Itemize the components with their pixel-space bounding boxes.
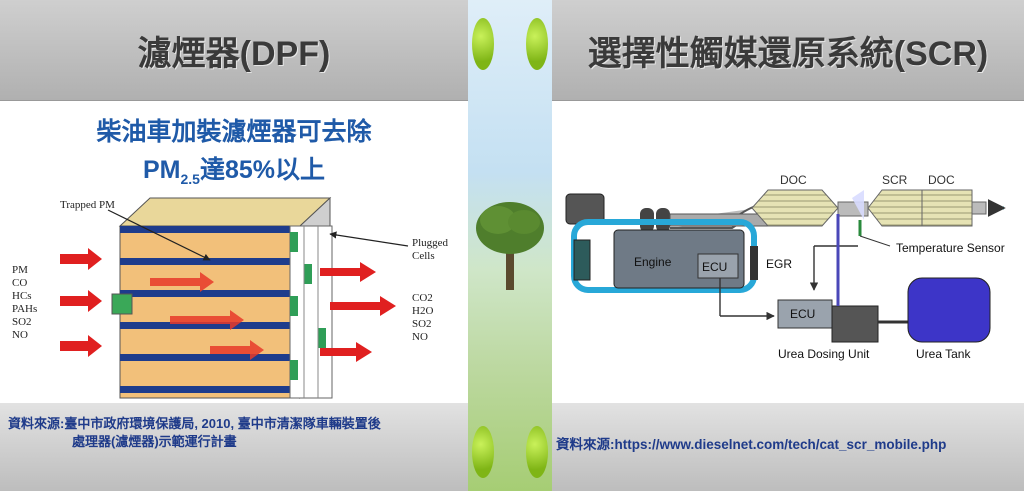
filter-front bbox=[119, 225, 301, 399]
ecu-box-2 bbox=[777, 299, 833, 329]
scr-panel: 選擇性觸媒還原系統(SCR) bbox=[552, 0, 1024, 491]
outlet-pipe bbox=[971, 201, 987, 215]
ecu-box-1 bbox=[697, 253, 739, 279]
ecu-label-1: ECU bbox=[702, 260, 727, 274]
egr-valve bbox=[750, 246, 758, 280]
temp-sensor-label: Temperature Sensor bbox=[896, 241, 1005, 255]
dosing-label: Urea Dosing Unit bbox=[778, 347, 870, 361]
scr-label: SCR bbox=[882, 173, 908, 187]
input-species: PM CO HCs PAHs SO2 NO bbox=[12, 264, 37, 341]
dpf-footer: 資料來源:臺中市政府環境保護局, 2010, 臺中市清潔隊車輛裝置後 處理器(濾… bbox=[0, 403, 468, 491]
output-species: CO2 H2O SO2 NO bbox=[412, 292, 433, 343]
scr-header: 選擇性觸媒還原系統(SCR) bbox=[552, 0, 1024, 101]
filter-layers bbox=[111, 226, 300, 393]
dpf-subtitle-line2: PM2.5達85%以上 bbox=[0, 150, 468, 187]
decorative-divider bbox=[468, 0, 552, 491]
input-so2: SO2 bbox=[12, 316, 32, 328]
output-so2: SO2 bbox=[412, 318, 432, 330]
doc-can-1 bbox=[751, 189, 839, 227]
dpf-header: 濾煙器(DPF) bbox=[0, 0, 468, 101]
input-pahs: PAHs bbox=[12, 303, 37, 315]
scr-diagram: DOC SCR DOC Engine ECU EGR Temperature S… bbox=[565, 173, 1006, 361]
dpf-panel: 濾煙器(DPF) 柴油車加裝濾煙器可去除 PM2.5達85%以上 bbox=[0, 0, 468, 491]
trapped-label: Trapped PM bbox=[60, 199, 115, 211]
green-blob-bottom-right bbox=[526, 426, 548, 478]
urea-dosing-unit bbox=[831, 305, 879, 343]
plugged-pointer bbox=[329, 231, 409, 247]
scr-can bbox=[867, 189, 923, 227]
injector-spray bbox=[852, 190, 864, 220]
dpf-subtitle-line1: 柴油車加裝濾煙器可去除 bbox=[96, 118, 372, 146]
plugged-cells-grid bbox=[289, 225, 333, 399]
scr-footer: 資料來源:https://www.dieselnet.com/tech/cat_… bbox=[552, 403, 1024, 491]
plugged-label-line1: Plugged bbox=[412, 237, 449, 249]
inlet-arrows bbox=[60, 248, 102, 357]
green-blob-top-right bbox=[526, 18, 548, 70]
doc-can-2 bbox=[921, 189, 973, 227]
tree-image bbox=[476, 202, 544, 290]
tank-label: Urea Tank bbox=[916, 347, 971, 361]
green-blob-top-left bbox=[472, 18, 494, 70]
dpf-source-line2: 處理器(濾煙器)示範運行計畫 bbox=[72, 434, 237, 449]
pm-text: PM bbox=[142, 156, 181, 184]
dpf-source: 資料來源:臺中市政府環境保護局, 2010, 臺中市清潔隊車輛裝置後 處理器(濾… bbox=[8, 415, 381, 451]
flow-arrows bbox=[150, 272, 264, 360]
scr-source: 資料來源:https://www.dieselnet.com/tech/cat_… bbox=[556, 437, 947, 452]
dpf-source-line1: 資料來源:臺中市政府環境保護局, 2010, 臺中市清潔隊車輛裝置後 bbox=[8, 416, 381, 431]
scr-title: 選擇性觸媒還原系統(SCR) bbox=[587, 34, 989, 73]
input-no: NO bbox=[12, 329, 28, 341]
engine-label: Engine bbox=[634, 255, 672, 269]
outlet-arrows bbox=[320, 262, 396, 362]
ecu-label-2: ECU bbox=[790, 307, 815, 321]
pm-rest-text: 達85%以上 bbox=[199, 156, 325, 184]
urea-tank bbox=[907, 277, 991, 343]
trapped-pointer bbox=[107, 209, 211, 261]
filter-top-face bbox=[118, 197, 332, 227]
temp-sensor-pointer bbox=[859, 235, 891, 247]
dpf-title: 濾煙器(DPF) bbox=[137, 34, 331, 73]
egr-label: EGR bbox=[766, 257, 792, 271]
output-no: NO bbox=[412, 331, 428, 343]
input-pm: PM bbox=[12, 264, 28, 276]
input-hcs: HCs bbox=[12, 290, 32, 302]
pm-subscript: 2.5 bbox=[180, 171, 200, 187]
green-blob-bottom-left bbox=[472, 426, 494, 478]
plugged-label-line2: Cells bbox=[412, 250, 435, 262]
input-co: CO bbox=[12, 277, 27, 289]
doc-label-2: DOC bbox=[928, 173, 955, 187]
radiator bbox=[573, 239, 591, 281]
dpf-diagram: Trapped PM Plugged Cells PM CO HCs PAHs … bbox=[12, 196, 449, 399]
doc-label-1: DOC bbox=[780, 173, 807, 187]
output-h2o: H2O bbox=[412, 305, 433, 317]
output-co2: CO2 bbox=[412, 292, 433, 304]
